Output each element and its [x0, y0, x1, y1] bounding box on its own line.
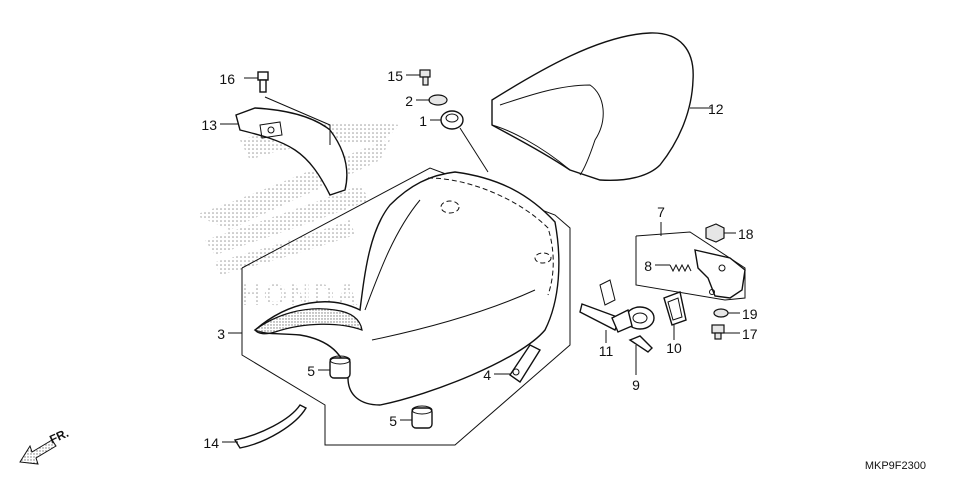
cushion-5a: [329, 355, 351, 379]
callout-10: 10: [666, 340, 682, 356]
spring-8: [669, 263, 692, 273]
callout-7: 7: [657, 204, 665, 220]
callout-12: 12: [708, 101, 724, 117]
grommet-1: [440, 110, 489, 173]
callout-5b: 5: [389, 413, 397, 429]
callout-4: 4: [483, 367, 491, 383]
washer-2: [428, 94, 448, 106]
band-14: [233, 404, 307, 449]
callout-13: 13: [201, 117, 217, 133]
callout-1: 1: [419, 113, 427, 129]
bolt-15: [419, 69, 431, 86]
bracket-13: [235, 96, 348, 196]
callout-18: 18: [738, 226, 754, 242]
key-cylinder-11: [579, 279, 655, 333]
front-label: FR.: [47, 426, 70, 447]
callout-11: 11: [599, 343, 614, 359]
washer-19: [713, 308, 729, 318]
callout-17: 17: [742, 326, 758, 342]
cushion-5b: [411, 405, 433, 429]
front-arrow-icon: FR.: [19, 426, 71, 465]
callout-3: 3: [217, 326, 225, 342]
bolt-17: [711, 324, 725, 340]
callout-5a: 5: [307, 363, 315, 379]
callout-8: 8: [644, 258, 652, 274]
bolt-16: [257, 71, 269, 93]
plate-10: [663, 291, 687, 326]
callout-14: 14: [203, 435, 219, 451]
lock-assembly-boundary-7: [635, 231, 746, 301]
main-seat: [253, 171, 560, 406]
leader-lines: [220, 74, 740, 443]
callout-2: 2: [405, 93, 413, 109]
stopper-4: [509, 344, 542, 383]
nut-18: [705, 223, 725, 243]
callout-9: 9: [632, 377, 640, 393]
seat-lock-latch-7: [694, 249, 746, 299]
diagram-code: MKP9F2300: [865, 460, 926, 472]
callout-19: 19: [742, 306, 758, 322]
callout-15: 15: [387, 68, 403, 84]
rear-seat-cowl-12: [491, 32, 694, 182]
callout-16: 16: [219, 71, 235, 87]
clip-9: [628, 335, 653, 353]
